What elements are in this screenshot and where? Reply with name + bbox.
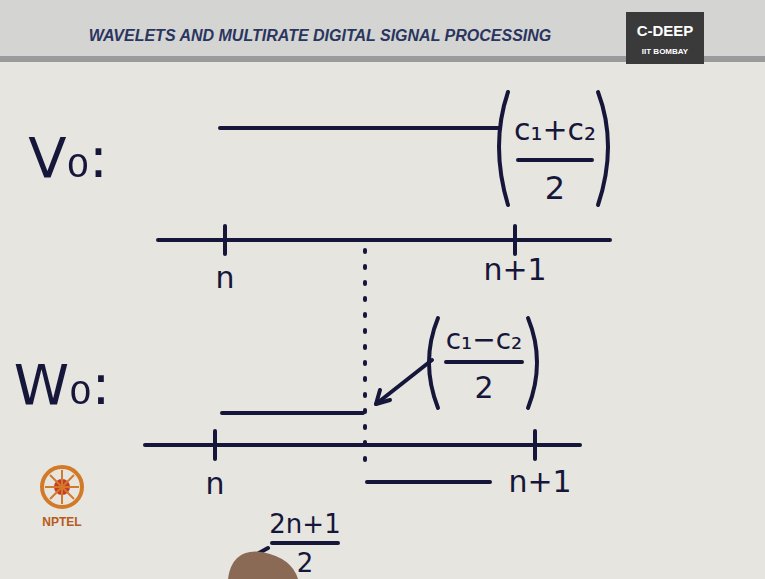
wavelet-negative <box>367 480 490 484</box>
tick <box>223 226 227 254</box>
fraction-bar <box>272 541 338 545</box>
left-paren <box>499 92 508 205</box>
badge-text: C-DEEP <box>637 23 694 38</box>
axis-label: n <box>215 263 234 293</box>
numerator: 2n+1 <box>269 511 340 537</box>
fraction-bar <box>446 360 522 364</box>
tick <box>533 431 537 459</box>
badge-box <box>626 12 704 64</box>
arrow-head <box>376 390 390 404</box>
logo-text: NPTEL <box>42 516 81 528</box>
denominator: 2 <box>545 172 565 204</box>
right-paren <box>598 92 608 205</box>
axis <box>145 443 580 447</box>
axis-label: n+1 <box>483 255 546 285</box>
leader-arrow <box>376 360 432 404</box>
dotted-guide <box>363 250 367 470</box>
denominator: 2 <box>297 550 314 576</box>
denominator: 2 <box>474 373 493 403</box>
tick <box>213 431 217 459</box>
slide-title: WAVELETS AND MULTIRATE DIGITAL SIGNAL PR… <box>89 28 552 44</box>
numerator: c₁−c₂ <box>446 326 523 354</box>
axis-label: n <box>205 469 224 499</box>
tick <box>513 226 517 254</box>
space-label: V₀: <box>28 130 108 186</box>
nptel-logo <box>42 467 82 507</box>
wavelet-positive <box>222 411 363 415</box>
pointing-hand <box>228 552 298 579</box>
header-bar <box>0 0 765 62</box>
signal-level <box>220 126 500 130</box>
badge-text: IIT BOMBAY <box>642 48 688 56</box>
axis-label: n+1 <box>508 467 571 497</box>
space-label: W₀: <box>14 357 111 413</box>
fraction-bar <box>518 158 592 162</box>
numerator: c₁+c₂ <box>514 115 596 145</box>
right-paren <box>528 318 537 408</box>
